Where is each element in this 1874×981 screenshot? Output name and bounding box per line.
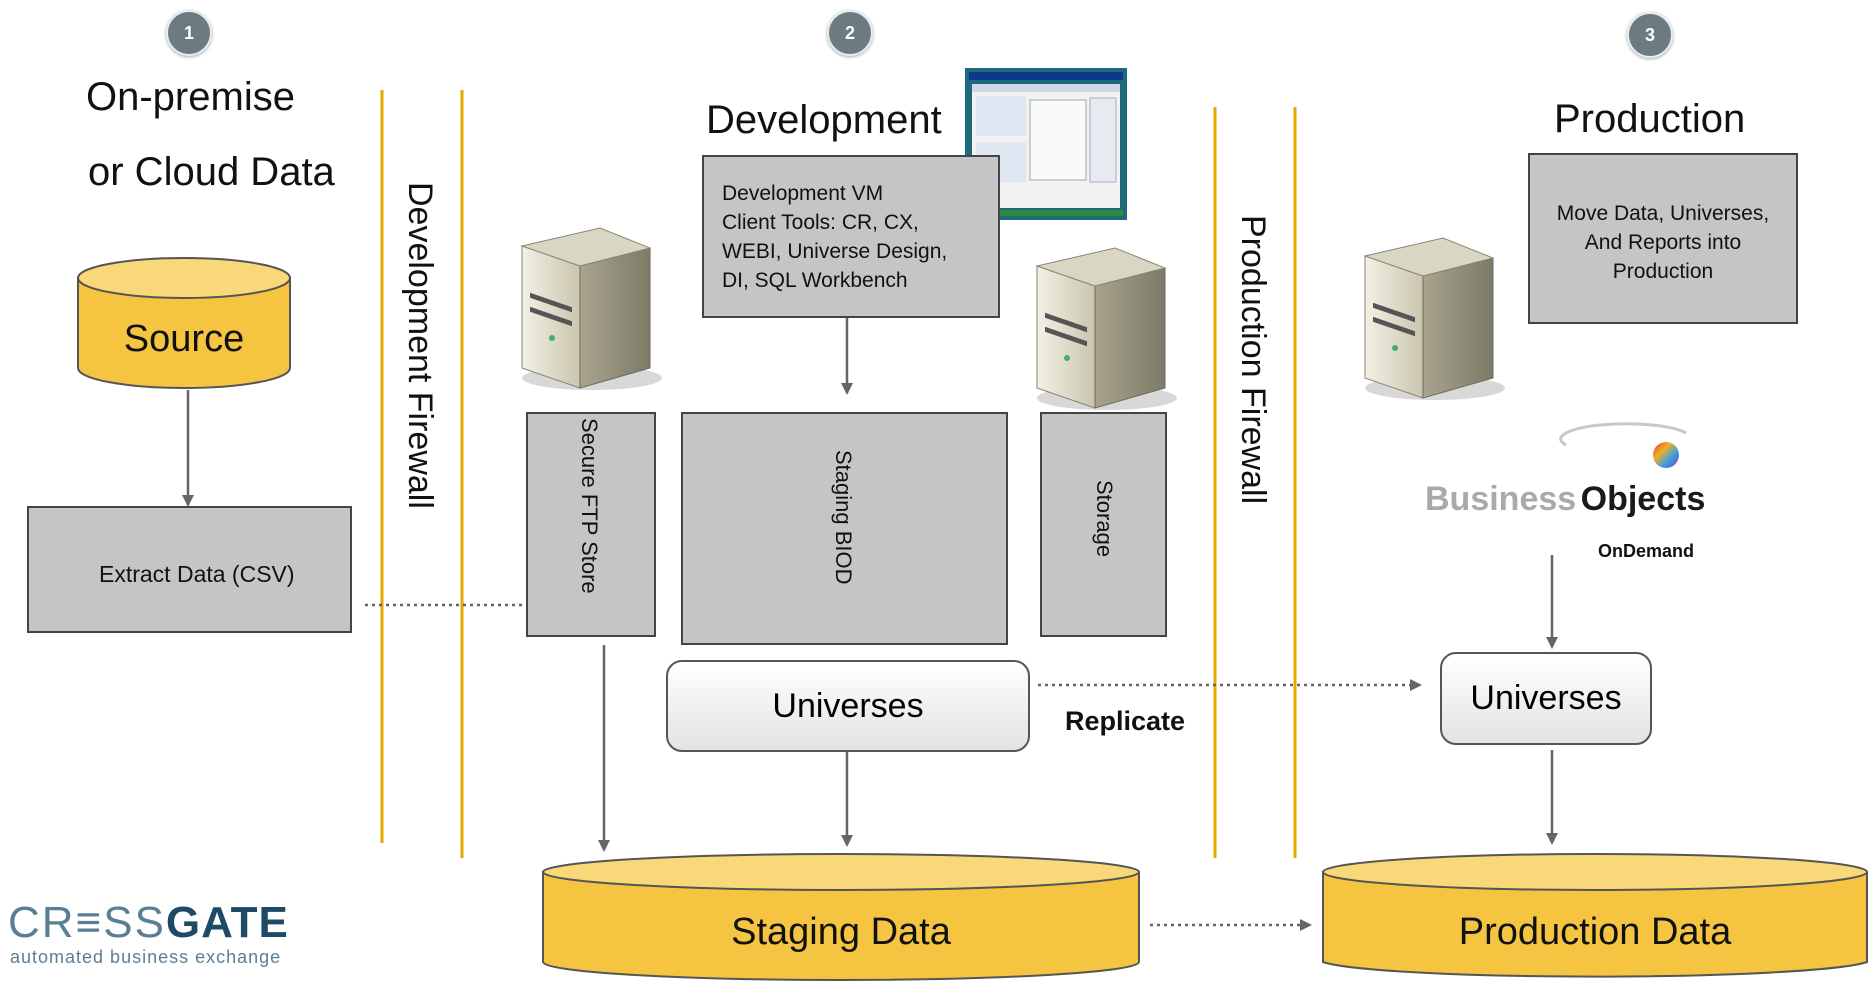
step-badge-1: 1 — [166, 10, 212, 56]
bo-objects-text: Objects — [1580, 480, 1706, 518]
move-line-3: Production — [1612, 260, 1714, 283]
bo-business-text: Business — [1425, 480, 1577, 518]
crossgate-tagline: automated business exchange — [10, 947, 282, 967]
step-badge-2: 2 — [827, 10, 873, 56]
step-badge-3: 3 — [1627, 12, 1673, 58]
storage-box: Storage — [1040, 412, 1167, 637]
crossgate-logo: CR≡SSGATE — [8, 898, 289, 948]
business-objects-globe-icon — [1559, 422, 1687, 468]
universes-prod-box: Universes — [1440, 652, 1652, 745]
universes-prod-label: Universes — [1470, 679, 1622, 717]
staging-biod-label: Staging BIOD — [831, 450, 856, 585]
server-icon-production — [1363, 237, 1505, 400]
bo-ondemand-text: OnDemand — [1598, 541, 1695, 561]
secure-ftp-store-label: Secure FTP Store — [577, 418, 602, 594]
production-data-cylinder — [1322, 853, 1868, 978]
universes-dev-box: Universes — [666, 660, 1030, 752]
development-vm-box: Development VM Client Tools: CR, CX, WEB… — [702, 155, 1000, 318]
production-heading: Production — [1554, 97, 1746, 141]
move-to-production-box: Move Data, Universes, And Reports into P… — [1528, 153, 1798, 324]
dev-firewall-label: Development Firewall — [401, 182, 439, 509]
crossgate-name-bold: GATE — [165, 898, 289, 947]
crossgate-name-light: CR≡SS — [8, 898, 166, 947]
production-data-label: Production Data — [1458, 911, 1732, 953]
source-cylinder — [77, 257, 291, 389]
onprem-heading-line1: On-premise — [86, 75, 295, 119]
secure-ftp-store-box: Secure FTP Store — [526, 412, 656, 637]
staging-data-cylinder — [542, 853, 1140, 981]
extract-data-label: Extract Data (CSV) — [99, 561, 295, 587]
onprem-heading-line2: or Cloud Data — [88, 150, 335, 194]
dev-vm-line-2: Client Tools: CR, CX, — [722, 211, 919, 234]
dev-vm-line-1: Development VM — [722, 182, 884, 205]
storage-label: Storage — [1092, 480, 1117, 558]
dev-vm-line-3: WEBI, Universe Design, — [722, 240, 948, 263]
staging-data-label: Staging Data — [731, 911, 951, 953]
extract-data-box: Extract Data (CSV) — [27, 506, 352, 633]
dev-vm-line-4: DI, SQL Workbench — [722, 269, 908, 292]
universes-dev-label: Universes — [772, 686, 924, 725]
business-objects-logo: Business Objects — [1425, 480, 1705, 519]
development-heading: Development — [706, 98, 942, 142]
move-line-1: Move Data, Universes, — [1556, 202, 1770, 225]
replicate-label: Replicate — [1065, 706, 1186, 736]
staging-biod-box: Staging BIOD — [681, 412, 1008, 645]
server-icon-storage — [1035, 247, 1177, 410]
move-line-2: And Reports into — [1584, 231, 1742, 254]
server-icon-ftp — [520, 227, 662, 390]
prod-firewall-label: Production Firewall — [1234, 215, 1272, 505]
source-label: Source — [123, 318, 245, 360]
